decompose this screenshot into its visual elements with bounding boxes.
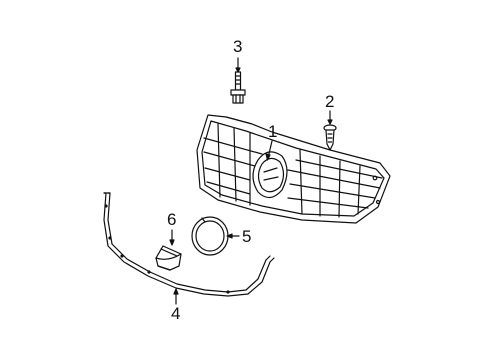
callout-2: 2 <box>325 92 335 111</box>
push-pin-clip-part <box>323 110 337 151</box>
lower-molding-strip-part <box>103 192 275 297</box>
emblem-housing-part <box>155 245 182 271</box>
bolt-stud-part <box>230 57 246 104</box>
callout-5: 5 <box>242 227 252 246</box>
callout-4: 4 <box>171 304 181 323</box>
grille-part <box>196 114 391 224</box>
callout-1: 1 <box>268 122 278 141</box>
emblem-ring-part <box>191 216 229 256</box>
callout-3: 3 <box>233 37 243 56</box>
leader-lines <box>169 140 273 305</box>
callout-6: 6 <box>167 210 177 229</box>
